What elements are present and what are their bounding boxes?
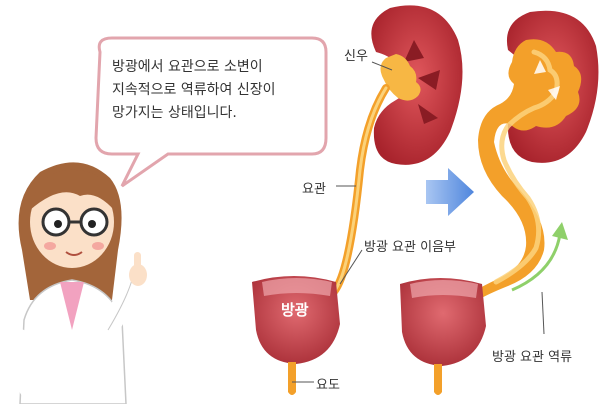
bladder-reflux [400, 278, 486, 395]
bubble-line-2: 지속적으로 역류하여 신장이 [112, 82, 276, 98]
label-renal-pelvis: 신우 [344, 49, 368, 64]
speech-bubble [94, 36, 328, 188]
transition-arrow [426, 168, 474, 216]
renal-pelvis-normal [380, 54, 421, 101]
label-junction: 방광 요관 이음부 [364, 240, 456, 255]
bladder-normal [252, 276, 340, 395]
label-ureter: 요관 [302, 182, 326, 197]
label-bladder: 방광 [281, 301, 309, 319]
bubble-line-3: 망가지는 상태입니다. [112, 105, 237, 121]
label-reflux: 방광 요관 역류 [492, 350, 573, 365]
bubble-text: 방광에서 요관으로 소변이 지속적으로 역류하여 신장이 망가지는 상태입니다. [112, 56, 312, 125]
dilated-pelvis [470, 39, 582, 300]
leader-lines [292, 61, 545, 383]
bubble-line-1: 방광에서 요관으로 소변이 [112, 59, 263, 75]
label-urethra: 요도 [316, 378, 340, 393]
doctor-character [9, 162, 147, 404]
reflux-arrow [511, 233, 562, 292]
